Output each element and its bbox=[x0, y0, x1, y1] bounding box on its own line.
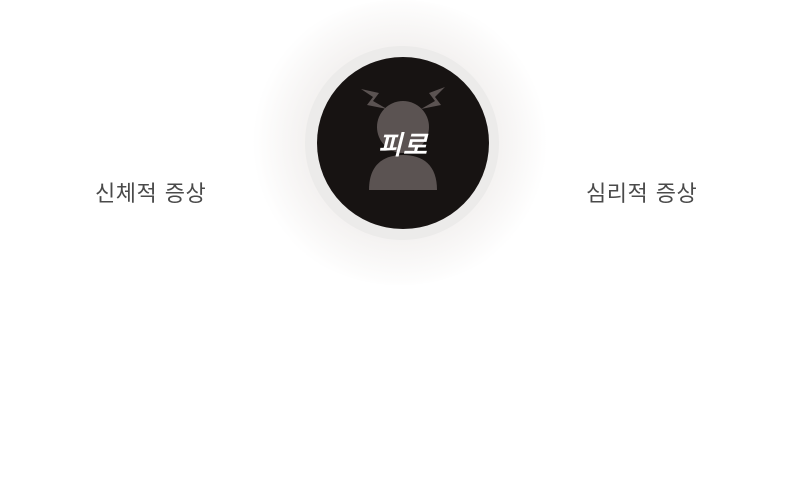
physical-symptoms-label[interactable]: 신체적 증상 bbox=[95, 182, 207, 207]
fatigue-circle[interactable]: 피로 bbox=[317, 57, 489, 229]
figure-body bbox=[369, 155, 437, 190]
fatigue-title: 피로 bbox=[378, 131, 428, 161]
figure-head bbox=[377, 101, 429, 153]
lightning-right bbox=[421, 87, 445, 109]
fatigue-person-lightning-icon bbox=[361, 87, 445, 190]
psychological-symptoms-label[interactable]: 심리적 증상 bbox=[586, 182, 698, 207]
lightning-left bbox=[361, 89, 387, 109]
